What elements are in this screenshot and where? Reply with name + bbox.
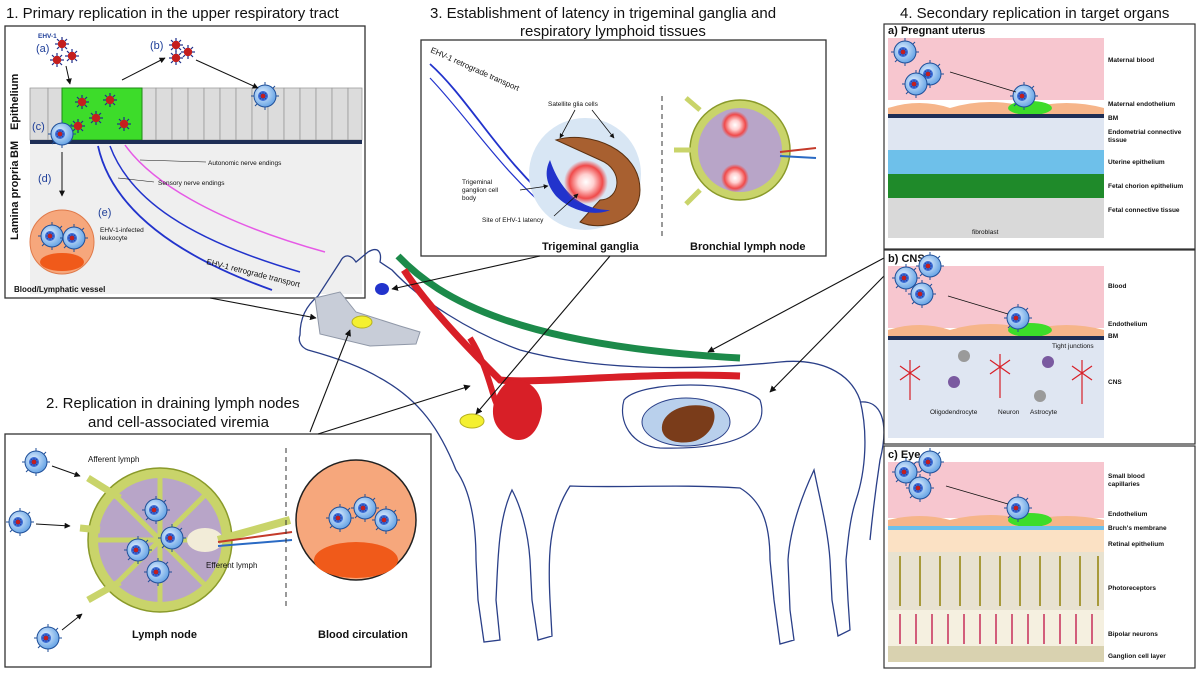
fetal-connective-label: Fetal connective tissue (1108, 207, 1180, 214)
bipolar-icons (899, 614, 1093, 644)
fibroblast-label: fibroblast (972, 229, 999, 236)
lymph-node-label: Lymph node (132, 629, 197, 641)
trigeminal-label: Trigeminal ganglia (542, 241, 639, 253)
panel3-title-2: respiratory lymphoid tissues (520, 23, 706, 40)
panel2-title-2: and cell-associated viremia (88, 414, 270, 431)
cns-label: CNS (1108, 379, 1122, 386)
foal-icon (661, 405, 715, 443)
afferent-vessels (79, 475, 122, 604)
maternal-blood-label: Maternal blood (1108, 57, 1154, 64)
cns-heading: b) CNS (888, 253, 925, 265)
horse-outline (298, 248, 885, 645)
afferent-label: Afferent lymph (88, 455, 139, 464)
bruch-label: Bruch's membrane (1108, 525, 1167, 532)
capillaries-label-1: Small blood (1108, 473, 1145, 480)
endometrial-label-1: Endometrial connective (1108, 129, 1182, 136)
step-e: (e) (98, 207, 111, 219)
maternal-endothelium-label: Maternal endothelium (1108, 101, 1175, 108)
epithelium-label: Epithelium (9, 74, 21, 130)
latency-site-label: Site of EHV-1 latency (482, 217, 544, 224)
blood-circulation-diagram (295, 459, 417, 581)
step-d: (d) (38, 173, 51, 185)
trigeminal-nerve-path (395, 253, 741, 362)
photoreceptors-label: Photoreceptors (1108, 585, 1156, 592)
step-c: (c) (32, 121, 45, 133)
blood-circulation-label: Blood circulation (318, 629, 408, 641)
bm-label: BM (9, 141, 21, 158)
step-a: (a) (36, 43, 49, 55)
efferent-label: Efferent lymph (206, 561, 257, 570)
virus-label: EHV-1 (38, 33, 57, 40)
astrocyte-label: Astrocyte (1030, 409, 1057, 416)
oligodendrocyte-label: Oligodendrocyte (930, 409, 978, 416)
panel-latency: 3. Establishment of latency in trigemina… (420, 5, 827, 257)
uterine-epithelium-label: Uterine epithelium (1108, 159, 1165, 166)
panel-primary-replication: 1. Primary replication in the upper resp… (4, 5, 366, 299)
panel-secondary-replication: 4. Secondary replication in target organ… (883, 5, 1196, 669)
infected-leukocyte-label-2: leukocyte (100, 235, 128, 242)
neuron-label: Neuron (998, 409, 1020, 416)
basement-membrane (30, 140, 362, 144)
cns-bm-label: BM (1108, 333, 1118, 340)
panel4-title: 4. Secondary replication in target organ… (900, 5, 1169, 22)
lamina-propria-label: Lamina propria (9, 160, 21, 240)
satellite-label: Satellite glia cells (548, 101, 599, 108)
sensory-nerve (124, 144, 326, 253)
ganglion-label-3: body (462, 195, 477, 202)
photoreceptor-icons (899, 556, 1099, 606)
ganglion-label-1: Trigeminal (462, 179, 493, 186)
infected-leukocyte-label-1: EHV-1-infected (100, 227, 144, 234)
uterus-bm-label: BM (1108, 115, 1118, 122)
uterus-heading: a) Pregnant uterus (888, 25, 985, 37)
trigeminal-ganglion (529, 118, 641, 230)
eye-endothelium-label: Endothelium (1108, 511, 1148, 518)
endometrial-label-2: tissue (1108, 137, 1127, 144)
heart-icon (492, 379, 542, 441)
tight-junctions-label: Tight junctions (1052, 343, 1094, 350)
cns-endothelium-label: Endothelium (1108, 321, 1148, 328)
retrograde-nerve (97, 145, 273, 291)
infected-epithelium (61, 87, 143, 141)
bronchial-lymph-node (674, 96, 817, 206)
uterus-outline (622, 384, 763, 449)
bipolar-label: Bipolar neurons (1108, 631, 1158, 638)
eye-heading: c) Eye (888, 449, 920, 461)
trigeminal-ganglion-marker (375, 283, 389, 295)
panel-lymph-node-viremia: 2. Replication in draining lymph nodes a… (4, 395, 432, 668)
autonomic-label: Autonomic nerve endings (208, 160, 282, 167)
artery-path (401, 268, 741, 385)
neuron-icons (899, 354, 1093, 404)
retinal-label: Retinal epithelium (1108, 541, 1164, 548)
panel1-title: 1. Primary replication in the upper resp… (6, 5, 339, 22)
fetal-chorion-label: Fetal chorion epithelium (1108, 183, 1183, 190)
step-b: (b) (150, 40, 163, 52)
lamina-propria-area (30, 144, 362, 294)
ganglion-label-2: ganglion cell (462, 187, 499, 194)
panel2-title-1: 2. Replication in draining lymph nodes (46, 395, 299, 412)
capillaries-label-2: capillaries (1108, 481, 1140, 488)
cns-blood-label: Blood (1108, 283, 1126, 290)
ganglion-cell-label: Ganglion cell layer (1108, 653, 1166, 660)
vessel-label: Blood/Lymphatic vessel (14, 285, 105, 294)
sensory-label: Sensory nerve endings (158, 180, 225, 187)
panel3-title-1: 3. Establishment of latency in trigemina… (430, 5, 776, 22)
bronchial-label: Bronchial lymph node (690, 241, 806, 253)
